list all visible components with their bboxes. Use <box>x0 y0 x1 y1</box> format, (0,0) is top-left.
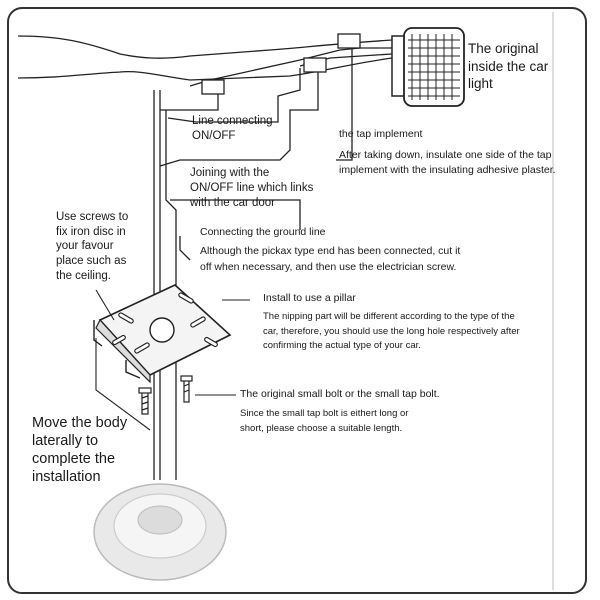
tap-implement-title: the tap implement <box>339 128 423 140</box>
connector-block <box>303 57 327 73</box>
tap-implement-desc: After taking down, insulate one side of … <box>339 149 556 177</box>
diagram-frame <box>7 7 587 594</box>
car-light-fixture <box>391 27 465 107</box>
lamp-body <box>93 483 227 581</box>
original-light-label: The original inside the car light <box>468 41 549 92</box>
bolt-title: The original small bolt or the small tap… <box>240 388 440 400</box>
ground-line-desc: Although the pickax type end has been co… <box>200 245 461 273</box>
bolt <box>180 375 193 403</box>
pointer-lines <box>95 289 250 431</box>
move-body-label: Move the body laterally to complete the … <box>32 415 128 486</box>
iron-mounting-disc <box>93 284 232 384</box>
ground-line-title: Connecting the ground line <box>200 226 326 238</box>
joining-label: Joining with the ON/OFF line which links… <box>190 167 314 209</box>
screw <box>138 387 152 415</box>
connector-block <box>337 33 361 49</box>
pillar-desc: The nipping part will be different accor… <box>263 311 520 352</box>
pillar-title: Install to use a pillar <box>263 292 356 304</box>
screws-label: Use screws to fix iron disc in your favo… <box>56 211 129 282</box>
connector-block <box>201 79 225 95</box>
bolt-desc: Since the small tap bolt is eithert long… <box>240 408 409 435</box>
line-onoff-label: Line connecting ON/OFF <box>192 115 273 142</box>
